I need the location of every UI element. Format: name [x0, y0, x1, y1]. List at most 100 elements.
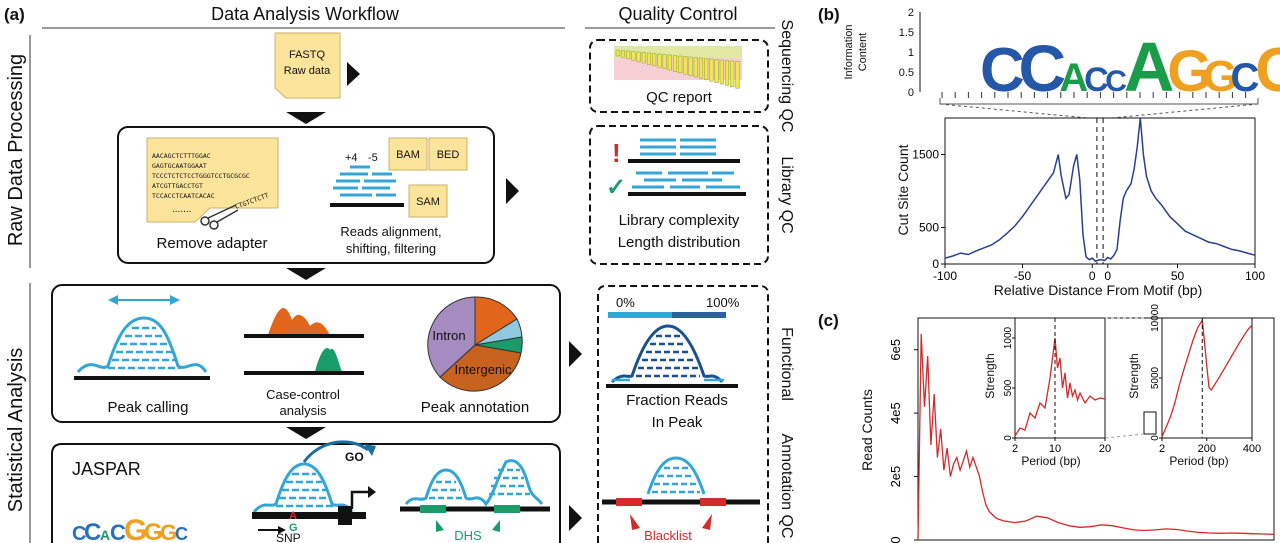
stat-section-label: Statistical Analysis	[5, 348, 27, 513]
qc-box-mark	[730, 60, 735, 88]
y-tick-label: 2e5	[888, 466, 903, 488]
x-tick-label: 400	[1243, 443, 1261, 455]
qc-box-mark	[672, 55, 678, 72]
arrow-right-stat	[569, 341, 582, 367]
frip-bar-low	[608, 312, 672, 318]
y-tick-label: 1500	[912, 148, 939, 162]
fastq-title: FASTQ	[289, 49, 326, 61]
adapter-seq-5: TCCACCTCAATCACAC	[152, 192, 215, 200]
library-reads	[632, 138, 740, 189]
y-tick-label: 4e5	[888, 402, 903, 424]
pie-intron-label: Intron	[432, 328, 465, 343]
snp-alt-allele: G	[289, 522, 298, 534]
logo-ylabel-2: Content	[857, 33, 869, 72]
logo-ylabel-1: Information	[843, 24, 855, 79]
library-qc-label: Library QC	[778, 156, 795, 233]
qc-box-mark	[646, 52, 652, 65]
qc-sequencing-box	[589, 39, 769, 113]
shift-plus-label: +4	[345, 152, 358, 164]
svg-text:G: G	[124, 514, 147, 543]
qc-box-mark	[667, 54, 672, 71]
svg-text:C: C	[175, 524, 188, 543]
case-control-label-2: analysis	[280, 403, 327, 418]
logo-ytick: 2	[908, 7, 914, 19]
arrow-down-2	[286, 268, 326, 280]
svg-text:C: C	[84, 519, 101, 543]
sam-label: SAM	[416, 196, 440, 208]
aligned-reads	[333, 165, 396, 197]
shift-minus-label: -5	[368, 152, 378, 164]
bed-label: BED	[437, 149, 460, 161]
qc-report-thumbnail	[614, 46, 742, 89]
logo-letter: C	[980, 36, 1025, 105]
logo-ytick: 1	[908, 47, 914, 59]
logo-letter: G	[1203, 52, 1237, 101]
qc-box-mark	[693, 57, 698, 78]
series-line	[1014, 337, 1106, 437]
fastq-subtitle: Raw data	[284, 65, 331, 77]
svg-text:G: G	[160, 520, 177, 543]
qc-box-mark	[652, 53, 657, 67]
go-label: GO	[345, 450, 364, 464]
arrow-right-raw	[506, 178, 519, 204]
workflow-header: Data Analysis Workflow	[211, 4, 400, 24]
qc-box-mark	[615, 49, 620, 57]
arrow-right-stat-2	[569, 505, 582, 531]
logo-connector-ticks	[939, 98, 1259, 119]
zoom-region-box	[1143, 411, 1157, 435]
x-tick-label: -100	[933, 269, 957, 283]
arrow-down-3	[286, 427, 326, 439]
logo-letter: C	[1018, 31, 1066, 105]
x-tick-label: -50	[1014, 269, 1032, 283]
blacklist-label: Blacklist	[644, 528, 692, 543]
adapter-seq-3: TCCCTCTCTCCTGGGTCCTGCGCGC	[152, 172, 250, 180]
svg-text:A: A	[100, 527, 110, 543]
peak-annotation-label: Peak annotation	[421, 399, 529, 416]
logo-letter: C	[1084, 61, 1109, 99]
qc-report-label: QC report	[646, 89, 713, 106]
remove-adapter-label: Remove adapter	[157, 235, 268, 252]
qc-box-mark	[704, 58, 709, 81]
adapter-seq-1: AACAGCTCTTTGGAC	[152, 152, 211, 160]
reads-alignment-label-1: Reads alignment,	[340, 224, 441, 239]
zoom-connector	[1104, 433, 1145, 439]
panel-a-label: (a)	[4, 5, 25, 24]
frip-label-1: Fraction Reads	[626, 392, 728, 409]
panel-b-label: (b)	[818, 5, 840, 24]
x-tick-label: 20	[1099, 443, 1111, 455]
frip-bar-high	[672, 312, 726, 318]
y-tick-label: 0	[932, 257, 939, 271]
bam-label: BAM	[396, 149, 420, 161]
y-tick-label: 5000	[1150, 366, 1161, 389]
raw-processing-box	[117, 126, 495, 264]
series-line	[917, 333, 1275, 541]
y-tick-label: 10000	[1150, 304, 1161, 332]
x-tick-label: 0	[1104, 269, 1111, 283]
adapter-note: AACAGCTCTTTGGAC GAGTGCAATGGAAT TCCCTCTCT…	[146, 137, 279, 223]
sequencing-qc-label: Sequencing QC	[778, 20, 795, 133]
logo-letter: C	[1230, 56, 1259, 100]
inset1-xlabel: Period (bp)	[1021, 454, 1080, 468]
annotation-pie	[427, 296, 523, 392]
logo-letter: C	[1105, 65, 1127, 98]
qc-library-box	[589, 125, 769, 265]
case-control-label-1: Case-control	[266, 387, 340, 402]
warning-icon: !	[612, 138, 621, 168]
length-distribution-label: Length distribution	[618, 234, 741, 251]
adapter-dots: .......	[172, 204, 191, 215]
panel-c-label: (c)	[818, 311, 839, 330]
qc-box-mark	[683, 56, 688, 75]
raw-section-label: Raw Data Processing	[5, 54, 27, 246]
cut-site-xlabel: Relative Distance From Motif (bp)	[994, 282, 1203, 298]
logo-y-axis: 2 1.5 1 0.5 0	[899, 7, 921, 99]
qc-box-mark	[724, 60, 730, 86]
motif-analysis-box	[51, 443, 561, 543]
bed-file-note: BED	[428, 137, 468, 171]
y-tick-label: 0	[1003, 435, 1014, 441]
qc-box-mark	[662, 54, 667, 69]
x-tick-label: 50	[1171, 269, 1185, 283]
qc-box-mark	[698, 57, 704, 79]
